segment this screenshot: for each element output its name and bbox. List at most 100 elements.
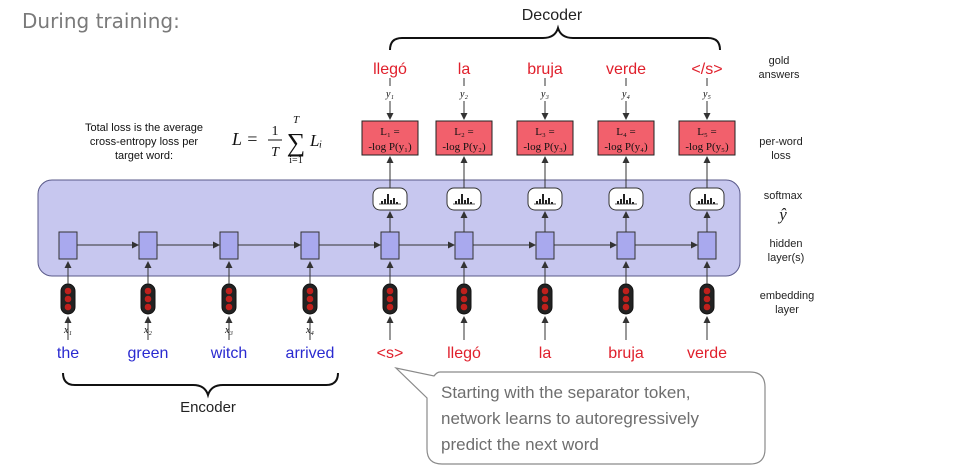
encoder-input-var: x₄ — [305, 325, 314, 336]
callout-line: predict the next word — [441, 435, 599, 454]
decoder-input-word: <s> — [377, 345, 404, 362]
softmax-bar — [467, 198, 469, 204]
loss-formula: -log P(y₄) — [604, 141, 648, 153]
softmax-bar — [713, 202, 715, 204]
softmax-bar — [710, 198, 712, 204]
decoder-input-word: verde — [687, 345, 727, 362]
encoder-input-word: arrived — [286, 345, 335, 362]
encoder-title: Encoder — [180, 399, 236, 416]
row-label-hidden: layer(s) — [768, 252, 805, 264]
callout: Starting with the separator token, netwo… — [394, 366, 766, 465]
softmax-box — [527, 187, 563, 211]
callout-line: network learns to autoregressively — [441, 409, 699, 428]
formula-sum-symbol: ∑ — [287, 128, 306, 157]
embedding-dot — [64, 287, 72, 295]
row-label-gold: gold — [769, 55, 790, 67]
softmax-bar — [704, 194, 706, 204]
embedding-dot — [225, 303, 233, 311]
softmax-box — [372, 187, 408, 211]
softmax-bar — [393, 198, 395, 204]
row-labels: gold answers per-word loss softmax ŷ hid… — [759, 55, 815, 316]
row-label-softmax: softmax — [764, 190, 803, 202]
loss-formula: L = 1 T T ∑ i=1 Lᵢ — [231, 114, 322, 166]
row-label-hidden: hidden — [769, 238, 802, 250]
embedding-dot — [541, 295, 549, 303]
embedding-dot — [306, 287, 314, 295]
decoder-input-word: la — [539, 345, 552, 362]
softmax-bar — [384, 199, 386, 204]
embedding-dot — [460, 295, 468, 303]
formula-sum-top: T — [293, 114, 300, 126]
softmax-bar — [545, 200, 547, 204]
embedding-dot — [703, 287, 711, 295]
gold-word: verde — [606, 61, 646, 78]
softmax-bar — [390, 200, 392, 204]
softmax-bar — [620, 199, 622, 204]
softmax-box — [446, 187, 482, 211]
embedding-dot — [225, 287, 233, 295]
hidden-unit — [138, 231, 158, 260]
embedding-dot — [225, 295, 233, 303]
formula-term: Lᵢ — [309, 131, 322, 150]
gold-var: y₁ — [385, 89, 394, 100]
formula-sum-bottom: i=1 — [289, 155, 302, 166]
gold-word: la — [458, 61, 471, 78]
softmax-bar — [707, 200, 709, 204]
hidden-unit — [219, 231, 239, 260]
loss-box — [435, 120, 493, 156]
softmax-bar — [551, 202, 553, 204]
softmax-bar — [548, 198, 550, 204]
softmax-bar — [629, 198, 631, 204]
encoder-input-var: x₂ — [143, 325, 152, 336]
row-label-loss: loss — [771, 150, 791, 162]
formula-frac-top: 1 — [272, 124, 279, 139]
caption: During training: — [22, 9, 180, 33]
embedding-dot — [460, 303, 468, 311]
encoder-input-word: green — [128, 345, 169, 362]
encoder-input-var: x₃ — [224, 325, 233, 336]
loss-formula: -log P(y₃) — [523, 141, 567, 153]
callout-line: Starting with the separator token, — [441, 383, 690, 402]
encoder-input-word: the — [57, 345, 79, 362]
gold-var: y₂ — [459, 89, 468, 100]
softmax-bar — [387, 194, 389, 204]
row-label-loss: per-word — [759, 136, 802, 148]
gold-word: </s> — [691, 61, 722, 78]
embedding-dot — [622, 287, 630, 295]
gold-var: y₄ — [621, 89, 630, 100]
formula-frac-bottom: T — [271, 145, 280, 160]
gold-word: llegó — [373, 61, 407, 78]
loss-note-line: cross-entropy loss per — [90, 136, 199, 148]
softmax-bar — [626, 200, 628, 204]
loss-formula: -log P(y₅) — [685, 141, 729, 153]
loss-label: L₂ = — [454, 126, 474, 138]
hidden-unit — [454, 231, 474, 260]
network-panel — [37, 179, 741, 277]
softmax-bar — [458, 199, 460, 204]
softmax-box — [689, 187, 725, 211]
softmax-bar — [470, 202, 472, 204]
loss-label: L₄ = — [616, 126, 636, 138]
embedding-dot — [622, 303, 630, 311]
embedding-dot — [541, 287, 549, 295]
decoder-brace — [389, 24, 721, 51]
decoder-title: Decoder — [522, 7, 583, 24]
hidden-unit — [535, 231, 555, 260]
embedding-dot — [306, 295, 314, 303]
row-label-embedding: embedding — [760, 290, 814, 302]
loss-box — [597, 120, 655, 156]
embedding-dot — [306, 303, 314, 311]
embedding-dot — [64, 303, 72, 311]
encoder-input-var: x₁ — [63, 325, 72, 336]
softmax-bar — [461, 194, 463, 204]
softmax-bar — [632, 202, 634, 204]
loss-note-line: target word: — [115, 150, 173, 162]
embedding-dot — [144, 287, 152, 295]
loss-box — [678, 120, 736, 156]
hidden-unit — [58, 231, 78, 260]
embedding-dot — [144, 303, 152, 311]
embedding-dot — [386, 303, 394, 311]
gold-var: y₃ — [540, 89, 549, 100]
softmax-bar — [536, 201, 538, 204]
